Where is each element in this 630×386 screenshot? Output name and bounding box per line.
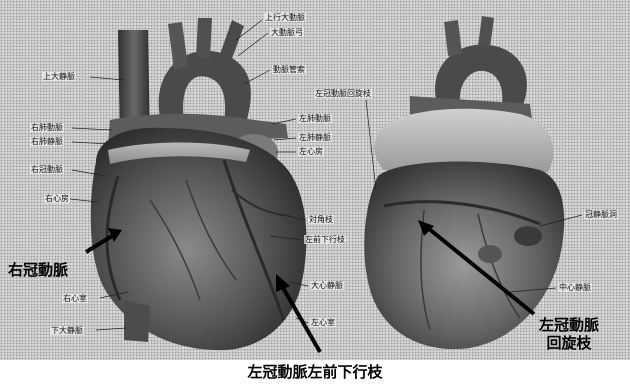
label-left-atrium: 左心房 [298,147,324,156]
label-diagonal-branch: 対角枝 [308,215,334,224]
callout-circumflex-line1: 左冠動脈 [528,316,610,334]
posterior-branch-shape [444,20,462,56]
label-ductus-arteriosus: 動脈管索 [272,65,306,74]
callout-circumflex-line2: 回旋枝 [528,334,610,352]
coronary-sinus-shape [514,226,542,246]
callout-right-coronary-artery: 右冠動脈 [8,262,68,279]
label-right-pulmonary-vein: 右肺静脈 [30,137,64,146]
posterior-branch-shape [478,16,494,48]
label-ascending-aorta: 上行大動脈 [264,13,306,22]
callout-circumflex: 左冠動脈 回旋枝 [528,316,610,352]
label-coronary-sinus: 冠静脈洞 [584,210,618,219]
label-left-ventricle: 左心室 [310,318,336,327]
posterior-heart [364,16,564,349]
arch-branch-shape [168,22,188,70]
label-lad: 左前下行枝 [304,235,346,244]
label-superior-vena-cava: 上大静脈 [42,72,76,81]
label-aortic-arch: 大動脈弓 [270,28,304,37]
arch-branch-shape [196,18,212,58]
label-left-pulmonary-artery: 左肺動脈 [298,114,332,123]
label-great-cardiac-vein: 大心静脈 [310,281,344,290]
heart-illustration [0,0,630,360]
label-right-ventricle: 右心室 [62,294,88,303]
label-middle-cardiac-vein: 中心静脈 [558,283,592,292]
figure-caption: 左冠動脈左前下行枝 [0,360,630,386]
ivc-posterior-shape [478,245,502,263]
label-right-atrium: 右心房 [44,194,70,203]
heart-diagram: 上行大動脈 大動脈弓 動脈管索 上大静脈 右肺動脈 右肺静脈 右冠動脈 右心房 … [0,0,630,360]
arch-branch-shape [218,20,244,64]
label-right-coronary-artery: 右冠動脈 [30,165,64,174]
label-right-pulmonary-artery: 右肺動脈 [30,123,64,132]
label-left-pulmonary-vein: 左肺静脈 [298,133,332,142]
label-inferior-vena-cava: 下大静脈 [50,326,84,335]
inferior-vena-cava-shape [124,300,150,342]
label-circumflex: 左冠動脈回旋枝 [314,89,372,98]
